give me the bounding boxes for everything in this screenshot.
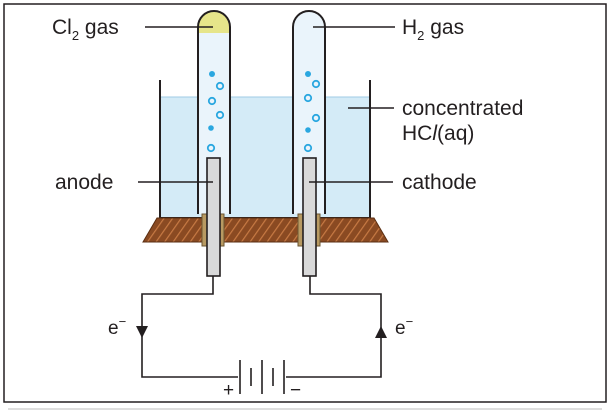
battery-plus-label: + <box>223 380 234 401</box>
right-test-tube <box>292 10 326 214</box>
anode-label: anode <box>55 171 113 194</box>
electron-label-right: e− <box>395 314 413 339</box>
battery-icon <box>239 360 285 394</box>
right-tube-fill <box>293 11 325 214</box>
electron-flow-down-arrow-icon <box>136 326 148 338</box>
wooden-base <box>142 217 389 243</box>
electron-flow-up-arrow-icon <box>375 326 387 338</box>
battery-minus-label: − <box>290 380 301 401</box>
wire-right <box>286 276 382 378</box>
cathode-label: cathode <box>402 171 477 194</box>
h2-gas-label: H2 gas <box>402 16 464 43</box>
electron-label-left: e− <box>108 314 126 339</box>
right-bubbles <box>303 71 321 153</box>
cathode-electrode <box>302 157 317 277</box>
anode-electrode <box>206 157 221 277</box>
electrolyte-solution <box>160 97 370 218</box>
left-test-tube <box>197 10 231 214</box>
wire-left <box>141 276 238 378</box>
electrolyte-label-line2: HCl(aq) <box>402 122 474 145</box>
electrolyte-label-line1: concentrated <box>402 97 523 120</box>
left-tube-fill <box>198 11 230 214</box>
outer-frame <box>3 3 607 403</box>
left-bubbles <box>206 71 225 153</box>
cl2-gas-label: Cl2 gas <box>52 16 119 43</box>
